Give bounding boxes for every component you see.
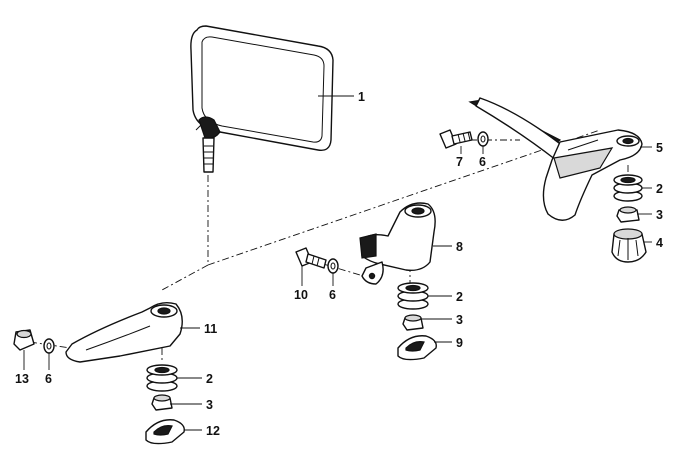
bolt-upper bbox=[439, 129, 473, 149]
callout-3-right: 3 bbox=[656, 208, 663, 222]
callout-5: 5 bbox=[656, 141, 663, 155]
callout-6-upper: 6 bbox=[479, 155, 486, 169]
callout-7: 7 bbox=[456, 155, 463, 169]
callout-3-lower: 3 bbox=[206, 398, 213, 412]
washer-left bbox=[43, 338, 55, 354]
spring-right bbox=[613, 174, 643, 202]
mirror-base-part bbox=[468, 97, 643, 221]
callout-9: 9 bbox=[456, 336, 463, 350]
mirror-head-part bbox=[190, 25, 334, 173]
callout-8: 8 bbox=[456, 240, 463, 254]
cap-nut-part bbox=[13, 329, 35, 351]
mirror-arm-part bbox=[65, 301, 183, 363]
callout-6-middle: 6 bbox=[329, 288, 336, 302]
callout-11: 11 bbox=[204, 322, 217, 336]
callout-4: 4 bbox=[656, 236, 663, 250]
nut-middle bbox=[402, 314, 424, 331]
nut-lower bbox=[151, 394, 173, 411]
callout-2-lower: 2 bbox=[206, 372, 213, 386]
washer-middle bbox=[327, 258, 339, 274]
gasket-lower bbox=[145, 419, 185, 445]
spring-middle bbox=[397, 282, 429, 310]
washer-upper bbox=[477, 131, 489, 147]
callout-1: 1 bbox=[358, 90, 365, 104]
callout-2-middle: 2 bbox=[456, 290, 463, 304]
bracket-part bbox=[359, 202, 436, 285]
spring-lower bbox=[146, 364, 178, 392]
callout-2-right: 2 bbox=[656, 182, 663, 196]
rubber-cap-part bbox=[611, 228, 647, 263]
callout-labels: 1 5 2 3 4 7 6 8 2 3 9 10 6 11 2 3 12 13 … bbox=[15, 90, 663, 438]
callout-3-middle: 3 bbox=[456, 313, 463, 327]
leader-lines bbox=[23, 95, 652, 431]
callout-10: 10 bbox=[294, 288, 308, 302]
callout-13: 13 bbox=[15, 372, 29, 386]
callout-12: 12 bbox=[206, 424, 220, 438]
bolt-middle bbox=[295, 247, 327, 269]
callout-6-left: 6 bbox=[45, 372, 52, 386]
gasket-middle bbox=[397, 335, 437, 361]
nut-right bbox=[616, 206, 640, 223]
